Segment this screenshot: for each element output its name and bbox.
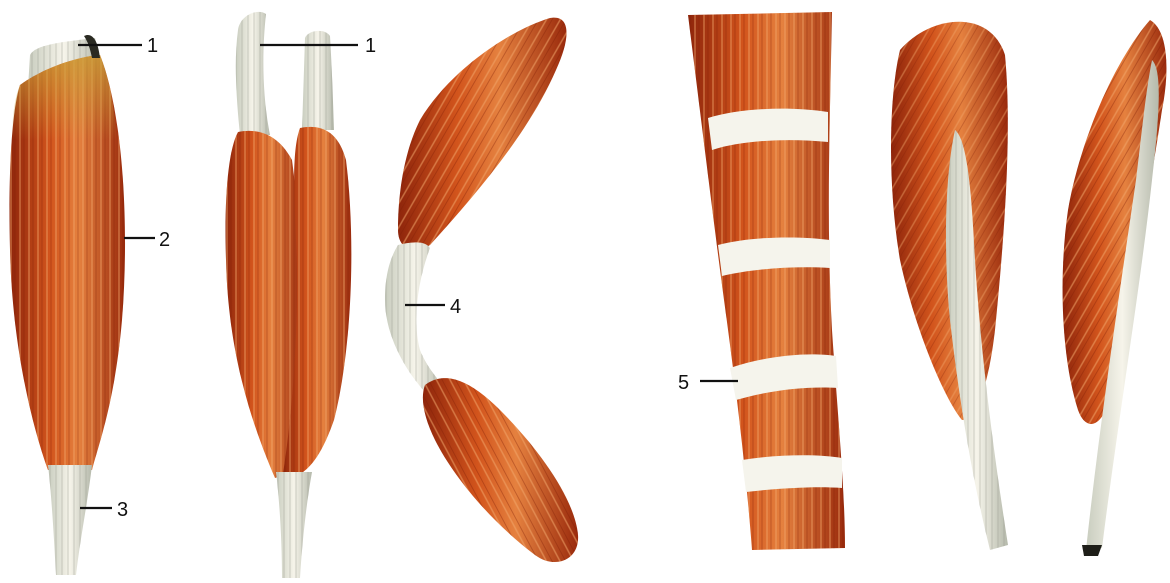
unipennate-tendon-tip bbox=[1082, 545, 1102, 556]
label-1b: 1 bbox=[365, 35, 376, 57]
label-5: 5 bbox=[678, 372, 689, 394]
label-4: 4 bbox=[450, 296, 461, 318]
label-1a: 1 bbox=[147, 35, 158, 57]
lower-belly-fibers bbox=[423, 378, 578, 562]
label-2: 2 bbox=[159, 229, 170, 251]
two-headed-muscle bbox=[226, 12, 352, 578]
unipennate-muscle bbox=[1063, 20, 1167, 556]
bipennate-muscle bbox=[891, 22, 1008, 550]
callout-2: 2 bbox=[124, 229, 170, 251]
label-3: 3 bbox=[117, 499, 128, 521]
muscle-top-tint bbox=[12, 55, 116, 140]
lower-tendon-fibers bbox=[48, 465, 92, 575]
callout-3: 3 bbox=[80, 499, 128, 521]
left-head-tendon-fibers bbox=[236, 12, 270, 135]
intermediate-tendon-fibers bbox=[385, 242, 445, 392]
fusiform-muscle bbox=[9, 35, 125, 575]
callout-5: 5 bbox=[678, 372, 738, 394]
common-lower-tendon-fibers bbox=[276, 472, 312, 578]
upper-belly-fibers bbox=[398, 18, 567, 250]
two-bellied-muscle bbox=[385, 18, 578, 562]
tendinous-intersection-4 bbox=[742, 455, 842, 492]
segmented-muscle bbox=[688, 12, 845, 550]
